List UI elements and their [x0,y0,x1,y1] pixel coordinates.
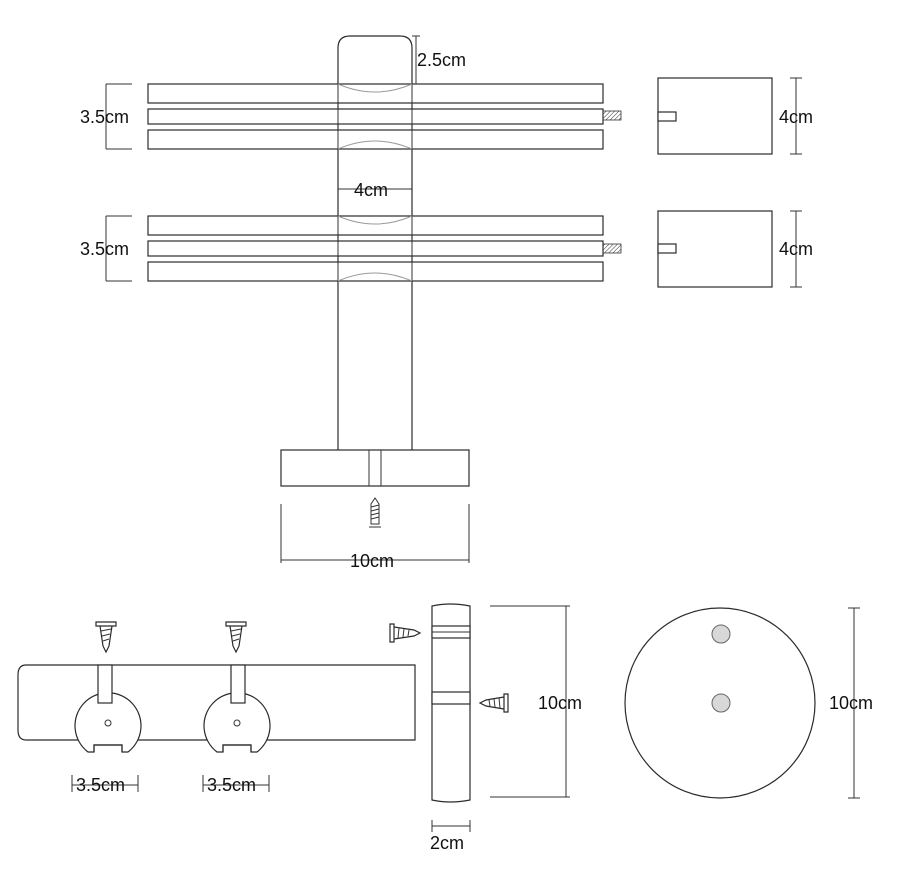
screw-icon [389,623,422,643]
label-lower-rail-height: 3.5cm [80,239,129,259]
label-side-view-height: 10cm [538,693,582,713]
label-spacing: 4cm [354,180,388,200]
flange-view: 10cm [624,607,873,799]
side-view: 10cm 2cm [389,603,582,853]
screw-icon [478,693,509,713]
base-plate [280,449,470,487]
label-base-width: 10cm [350,551,394,571]
mount-hole [711,624,731,644]
label-side-lower: 4cm [779,239,813,259]
mount-hole [711,693,731,713]
label-upper-rail-height: 3.5cm [80,107,129,127]
clip-right [203,664,271,753]
upper-rails [147,83,622,150]
rail-end-hatch [602,110,622,121]
lower-rails [147,215,622,282]
base-screw-icon [369,497,381,528]
label-top-gap: 2.5cm [417,50,466,70]
label-side-upper: 4cm [779,107,813,127]
label-clip-left-width: 3.5cm [76,775,125,795]
side-block-upper: 4cm [657,77,813,155]
clip-view: 3.5cm 3.5cm [17,621,416,795]
label-clip-right-width: 3.5cm [207,775,256,795]
label-flange-diameter: 10cm [829,693,873,713]
rail-end-hatch [602,243,622,254]
screw-icon [225,621,247,654]
post [337,35,413,450]
label-side-view-depth: 2cm [430,833,464,853]
front-view: 2.5cm 3.5cm 3.5cm 4cm 10cm [80,35,622,571]
clip-left [74,664,142,753]
side-block-lower: 4cm [657,210,813,288]
screw-icon [95,621,117,654]
